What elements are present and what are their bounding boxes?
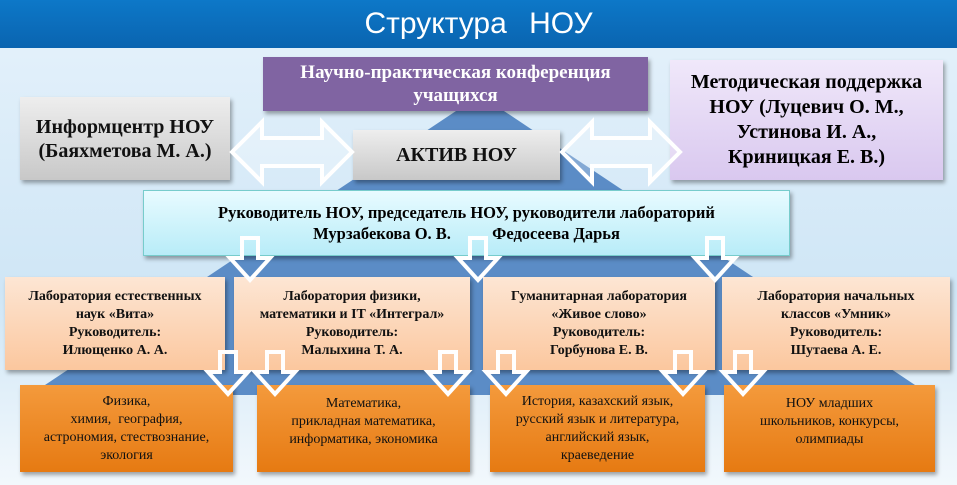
subject-line: Физика, — [102, 393, 151, 409]
lab-line: Руководитель: — [789, 324, 883, 340]
lab-line: классов «Умник» — [781, 306, 891, 322]
subject-line: Математика, — [325, 396, 402, 411]
leaders-line: Мурзабекова О. В. Федосеева Дарья — [313, 224, 620, 243]
lab-line: Руководитель: — [305, 324, 399, 340]
subject-line: химия, география, — [70, 411, 183, 427]
lab-box-integral: Лаборатория физики, математики и IT «Инте… — [234, 277, 470, 370]
methodical-line: Криницкая Е. В.) — [727, 146, 886, 168]
subject-line: английский язык, — [545, 429, 650, 445]
conference-box: Научно-практическая конференция учащихся — [263, 57, 648, 111]
lab-box-vita: Лаборатория естественных наук «Вита» Руков… — [5, 277, 225, 370]
subject-line: прикладная математика, — [291, 414, 436, 429]
methodical-line: Методическая поддержка — [690, 71, 923, 93]
subject-line: История, казахский язык, — [521, 393, 674, 409]
lab-line: Шутаева А. Е. — [790, 342, 882, 358]
lab-line: математики и IT «Интеграл» — [259, 306, 445, 322]
lab-line: Горбунова Е. В. — [550, 342, 648, 358]
lab-line: Лаборатория начальных — [757, 288, 915, 304]
subject-line: краеведение — [560, 447, 635, 463]
lab-box-umnik: Лаборатория начальных классов «Умник» Руко… — [722, 277, 950, 370]
conference-line: Научно-практическая конференция — [300, 62, 611, 83]
lab-line: «Живое слово» — [551, 306, 647, 322]
subjects-box-zhivoe-slovo: История, казахский язык, русский язык и л… — [490, 385, 705, 472]
lab-line: Малыхина Т. А. — [301, 342, 403, 358]
infocenter-line: (Баяхметова М. А.) — [38, 139, 212, 162]
methodical-line: Устинова И. А., — [736, 121, 877, 143]
aktiv-label: АКТИВ НОУ — [396, 144, 517, 166]
subjects-box-vita: Физика, химия, география, астрономия, стес… — [20, 385, 233, 472]
subjects-box-integral: Математика, прикладная математика, информа… — [257, 385, 470, 472]
aktiv-box: АКТИВ НОУ — [353, 130, 560, 180]
infocenter-line: Информцентр НОУ — [35, 115, 215, 138]
lab-line: Гуманитарная лаборатория — [511, 288, 687, 304]
infocenter-box: Информцентр НОУ (Баяхметова М. А.) — [20, 97, 230, 180]
subject-line: астрономия, стествознание, — [43, 429, 210, 445]
subject-line: олимпиады — [795, 432, 864, 447]
lab-line: Руководитель: — [552, 324, 646, 340]
subject-line: экология — [100, 447, 153, 463]
lab-box-zhivoe-slovo: Гуманитарная лаборатория «Живое слово» Рук… — [483, 277, 715, 370]
subject-line: школьников, конкурсы, — [759, 414, 900, 429]
lab-line: Лаборатория естественных — [28, 288, 202, 304]
lab-line: Лаборатория физики, — [283, 288, 421, 304]
lab-line: наук «Вита» — [75, 306, 155, 322]
conference-line: учащихся — [413, 85, 498, 106]
page-title: Структура НОУ — [0, 0, 957, 48]
leaders-line: Руководитель НОУ, председатель НОУ, руко… — [218, 203, 715, 222]
lab-line: Руководитель: — [68, 324, 162, 340]
subject-line: информатика, экономика — [289, 432, 438, 447]
methodical-line: НОУ (Луцевич О. М., — [709, 96, 904, 118]
subject-line: НОУ младших — [785, 396, 874, 411]
leaders-box: Руководитель НОУ, председатель НОУ, руко… — [143, 190, 790, 256]
subject-line: русский язык и литература, — [515, 411, 680, 427]
methodical-support-box: Методическая поддержка НОУ (Луцевич О. М… — [670, 60, 943, 180]
subjects-box-umnik: НОУ младших школьников, конкурсы, олимпиад… — [724, 385, 935, 472]
lab-line: Илющенко А. А. — [62, 342, 168, 358]
